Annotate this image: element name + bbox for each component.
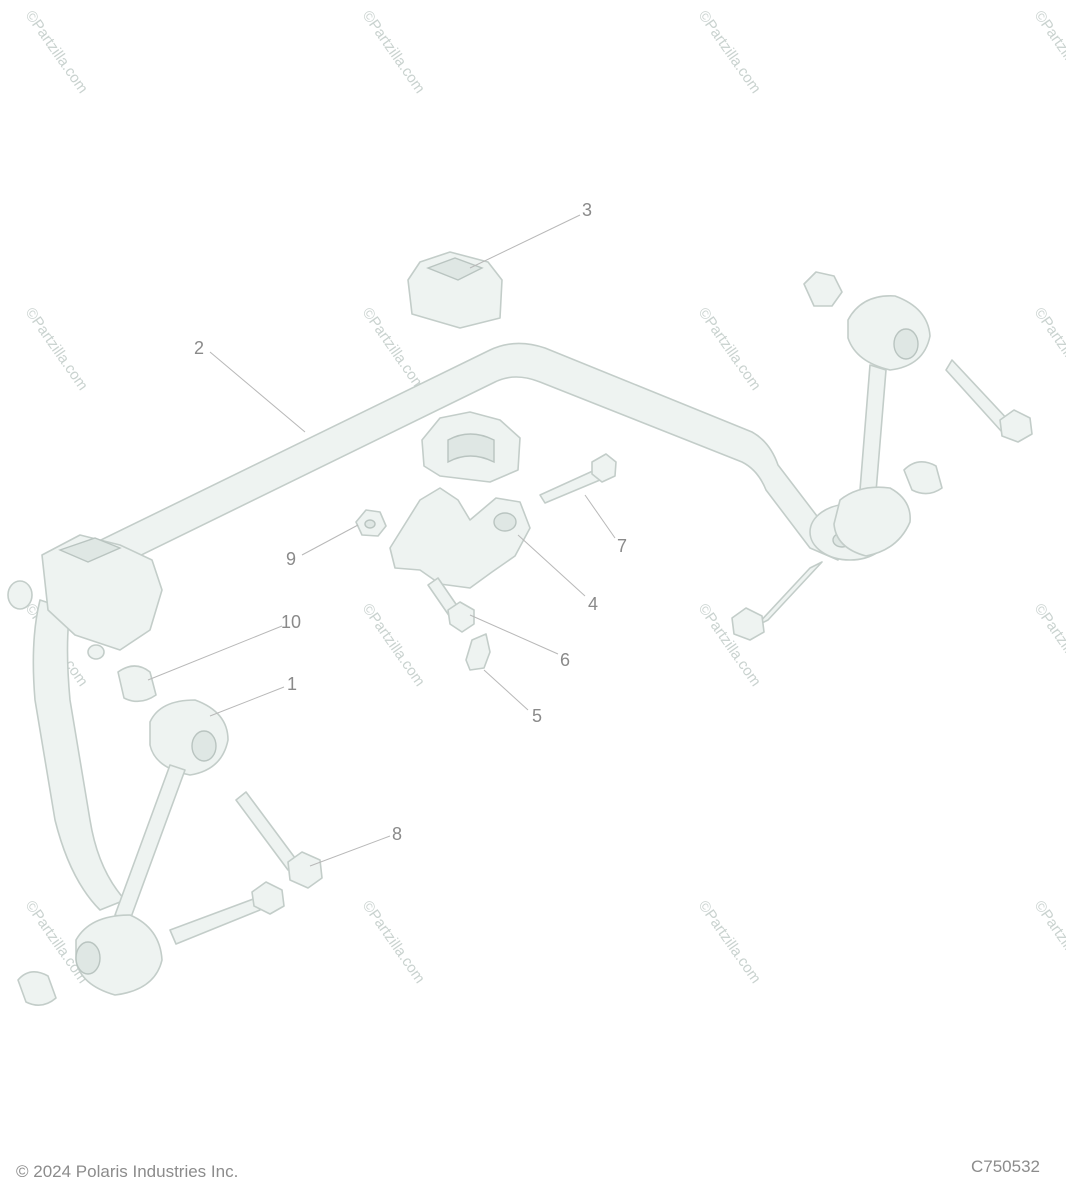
part-nut-10 [117, 665, 157, 703]
watermark: ©Partzilla.com [22, 8, 92, 97]
callout-4: 4 [588, 594, 598, 614]
callout-9: 9 [286, 549, 296, 569]
part-bushing-lower [421, 411, 521, 483]
copyright-text: © 2024 Polaris Industries Inc. [16, 1162, 239, 1181]
leader-line-2 [209, 351, 306, 433]
part-bracket [389, 487, 531, 589]
part-left-bushing-assembly [7, 534, 163, 660]
watermark: ©Partzilla.com [359, 601, 429, 690]
leader-lines [147, 214, 616, 867]
callout-7: 7 [617, 536, 627, 556]
leader-line-4 [517, 534, 586, 597]
part-link-right [833, 295, 931, 557]
leader-line-1 [209, 686, 285, 717]
watermark: ©Partzilla.com [1031, 305, 1066, 394]
part-bolt-8 [169, 791, 323, 945]
watermark: ©Partzilla.com [695, 305, 765, 394]
part-bolt-right-bottom [731, 561, 823, 641]
part-nut-9 [355, 509, 387, 537]
leader-line-7 [584, 494, 616, 539]
part-link-left [75, 699, 229, 996]
watermark: ©Partzilla.com [359, 898, 429, 987]
leader-line-10 [147, 625, 283, 681]
diagram-code: C750532 [970, 1157, 1040, 1176]
watermark: ©Partzilla.com [1031, 601, 1066, 690]
part-bolt-right-top [945, 359, 1033, 443]
part-nut-right-mid [903, 461, 943, 495]
part-bushing-upper [407, 251, 503, 329]
watermark: ©Partzilla.com [695, 8, 765, 97]
watermark: ©Partzilla.com [22, 305, 92, 394]
watermark: ©Partzilla.com [359, 8, 429, 97]
callout-1: 1 [287, 674, 297, 694]
part-nut-right-top [803, 271, 843, 307]
callout-labels: 3 2 7 9 4 10 6 1 5 8 [194, 200, 627, 844]
leader-line-5 [483, 669, 529, 711]
part-nut-bottom-left [17, 971, 57, 1006]
part-fitting-5 [465, 633, 491, 671]
watermark: ©Partzilla.com [1031, 898, 1066, 987]
callout-8: 8 [392, 824, 402, 844]
callout-10: 10 [281, 612, 301, 632]
callout-6: 6 [560, 650, 570, 670]
callout-5: 5 [532, 706, 542, 726]
watermark: ©Partzilla.com [695, 898, 765, 987]
leader-line-9 [301, 524, 359, 556]
callout-3: 3 [582, 200, 592, 220]
leader-line-6 [469, 614, 559, 655]
watermark: ©Partzilla.com [359, 305, 429, 394]
part-bolt-6 [427, 577, 475, 633]
watermark: ©Partzilla.com [1031, 8, 1066, 97]
part-bolt-7 [539, 453, 617, 504]
leader-line-8 [309, 835, 391, 867]
callout-2: 2 [194, 338, 204, 358]
leader-line-3 [469, 214, 581, 269]
